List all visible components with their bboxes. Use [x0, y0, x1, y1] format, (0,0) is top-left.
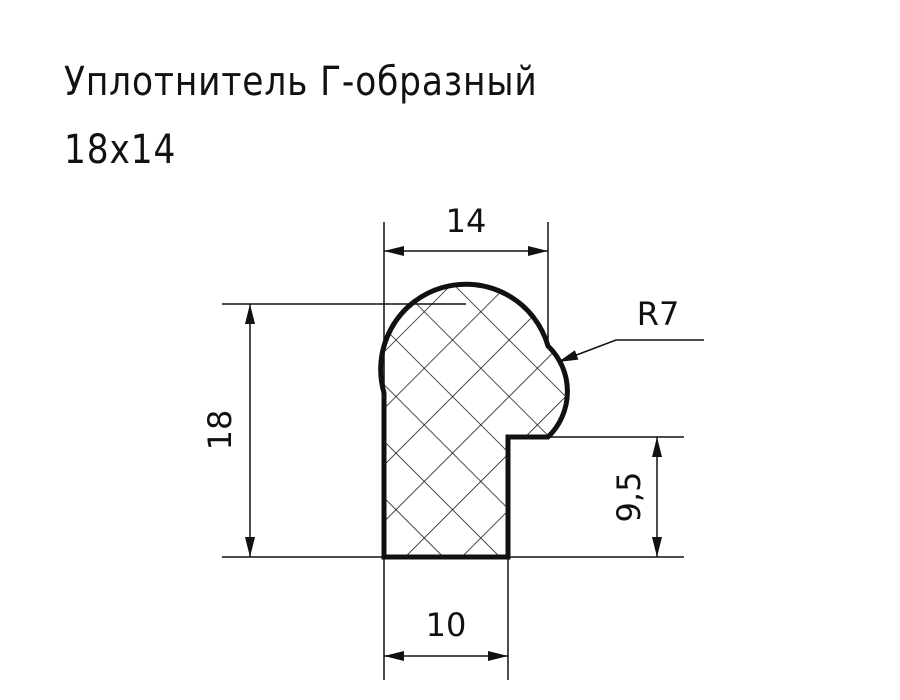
dim-text-step-height: 9,5 [610, 472, 648, 523]
dim-text-height-total: 18 [201, 410, 239, 451]
drawing-subtitle-size: 18х14 [64, 127, 177, 173]
dim-text-radius: R7 [637, 295, 680, 333]
radius-leader [557, 339, 704, 363]
dim-text-width-bottom: 10 [426, 606, 467, 644]
dim-text-width-top: 14 [446, 202, 487, 240]
profile-section [378, 281, 570, 560]
drawing-title: Уплотнитель Г-образный [64, 59, 538, 105]
